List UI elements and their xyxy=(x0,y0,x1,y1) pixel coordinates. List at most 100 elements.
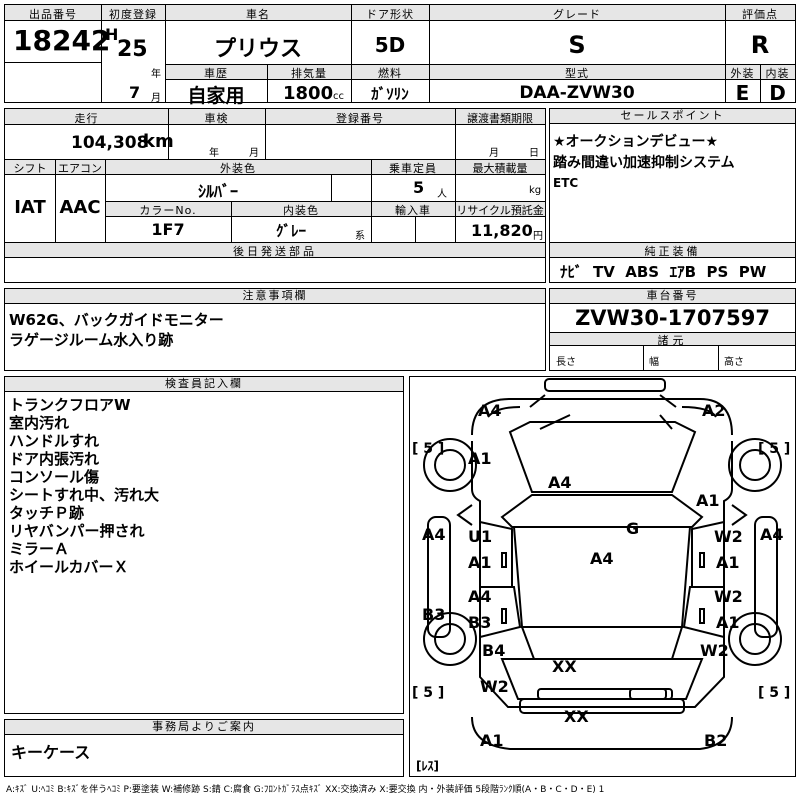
equipment-item: TV xyxy=(592,263,615,281)
equipment-item: ABS xyxy=(625,263,660,281)
damage-door-rear-left-2: B3 xyxy=(468,613,492,632)
capacity: 5 xyxy=(413,178,425,197)
exterior-color: ｼﾙﾊﾞｰ xyxy=(197,182,238,201)
car-diagram: [ 5 ] [ 5 ] [ 5 ] [ 5 ] [ﾚｽ] A4 A2 A1 A4… xyxy=(409,376,796,777)
recycle-unit: 円 xyxy=(533,231,543,242)
inspector-note: タッチＰ跡 xyxy=(9,504,85,522)
sales-point-line: ★オークションデビュー★ xyxy=(553,134,719,150)
mileage-label: 走行 xyxy=(74,112,99,125)
color-number: 1F7 xyxy=(151,220,185,239)
equipment-item: PS xyxy=(706,263,729,281)
chassis-number: ZVW30-1707597 xyxy=(575,306,770,330)
equipment-item: ﾅﾋﾞ xyxy=(560,263,583,281)
width-label: 幅 xyxy=(649,357,659,368)
inspector-note: ドア内張汚れ xyxy=(9,450,100,468)
office-label: 事務局よりご案内 xyxy=(5,720,403,735)
inspector-note: ホイールカバーＸ xyxy=(9,558,129,576)
damage-rear-bumper-right: B2 xyxy=(704,731,728,750)
shift: IAT xyxy=(14,197,46,218)
interior-label: 内装 xyxy=(765,67,790,80)
sales-points-box: セールスポイント ★オークションデビュー★ 踏み間違い加速抑制システム ETC … xyxy=(549,108,796,283)
door-label: ドア形状 xyxy=(366,8,414,21)
chassis-label: 車台番号 xyxy=(550,289,795,304)
exterior-label: 外装 xyxy=(730,67,755,80)
damage-door-front-left-2: A1 xyxy=(468,553,492,572)
legend: A:ｷｽﾞ U:ﾍｺﾐ B:ｷｽﾞを伴うﾍｺﾐ P:要塗装 W:補修跡 S:錆 … xyxy=(6,785,605,795)
sales-point-line: 踏み間違い加速抑制システム xyxy=(553,155,735,171)
registration-year: 25 xyxy=(117,37,148,62)
caution-box: 注意事項欄 W62G、バックガイドモニター ラゲージルーム水入り跡 xyxy=(4,288,546,371)
damage-hood: A4 xyxy=(548,473,572,492)
tire-rear-right: [ 5 ] xyxy=(758,685,791,701)
transfer-docs-label: 譲渡書類期限 xyxy=(467,112,533,125)
history-label: 車歴 xyxy=(204,67,228,80)
damage-rear-left: W2 xyxy=(480,677,509,696)
details-box: 走行 104,308 km 車検 年 月 登録番号 譲渡書類期限 月 日 シフト… xyxy=(4,108,546,283)
tire-rear-left: [ 5 ] xyxy=(412,685,445,701)
equipment-item: PW xyxy=(738,263,767,281)
year-unit: 年 xyxy=(151,69,161,80)
inspection-month-unit: 月 xyxy=(249,148,259,159)
model-code: DAA-ZVW30 xyxy=(519,83,635,103)
plate-label: 登録番号 xyxy=(336,112,384,125)
ac-label: エアコン xyxy=(58,162,102,175)
transfer-day-unit: 日 xyxy=(529,148,539,159)
chassis-box: 車台番号 ZVW30-1707597 諸元 長さ 幅 高さ xyxy=(549,288,796,371)
damage-door-front-right-2: A1 xyxy=(716,553,740,572)
damage-front-bumper-left: A4 xyxy=(478,401,502,420)
damage-rocker-left: B3 xyxy=(422,605,446,624)
equipment-item: ｴｱB xyxy=(669,263,697,281)
inspection-year-unit: 年 xyxy=(209,148,219,159)
car-outline xyxy=(423,378,782,750)
fuel: ｶﾞｿﾘﾝ xyxy=(371,85,409,103)
inspector-notes: トランクフロアW 室内汚れ ハンドルすれ ドア内張汚れ コンソール傷 シートすれ… xyxy=(9,396,159,576)
tire-front-right: [ 5 ] xyxy=(758,441,791,457)
displacement-label: 排気量 xyxy=(291,67,327,80)
tire-front-left: [ 5 ] xyxy=(412,441,445,457)
interior-color-label: 内装色 xyxy=(283,204,319,217)
damage-side-left: A4 xyxy=(422,525,446,544)
transfer-month-unit: 月 xyxy=(489,148,499,159)
air-conditioner: AAC xyxy=(59,197,101,218)
damage-rear-garnish: XX xyxy=(564,707,589,726)
length-label: 長さ xyxy=(556,357,576,368)
damage-trunk: XX xyxy=(552,657,577,676)
inspector-label: 検査員記入欄 xyxy=(5,377,403,392)
exterior-color-label: 外装色 xyxy=(220,162,256,175)
recycle-fee: 11,820 xyxy=(471,221,533,240)
damage-fender-front-left: A1 xyxy=(468,449,492,468)
inspector-box: 検査員記入欄 トランクフロアW 室内汚れ ハンドルすれ ドア内張汚れ コンソール… xyxy=(4,376,404,714)
interior-score: D xyxy=(769,81,786,105)
first-registration-label: 初度登録 xyxy=(109,8,157,21)
caution-line: ラゲージルーム水入り跡 xyxy=(9,331,174,349)
inspection-label: 車検 xyxy=(204,112,229,125)
interior-color: ｸﾞﾚｰ xyxy=(275,222,306,240)
damage-quarter-right: W2 xyxy=(700,641,729,660)
damage-door-rear-right-2: A1 xyxy=(716,613,740,632)
equipment-list: ﾅﾋﾞ TV ABS ｴｱB PS PW xyxy=(560,261,766,282)
displacement: 1800 xyxy=(283,83,334,104)
inspector-note: 室内汚れ xyxy=(9,414,70,432)
lot-number-label: 出品番号 xyxy=(29,8,77,21)
era: H xyxy=(105,25,119,44)
damage-door-rear-left-1: A4 xyxy=(468,587,492,606)
color-number-label: カラーNo. xyxy=(139,204,197,217)
recycle-label: リサイクル預託金 xyxy=(456,204,544,217)
sales-points-label: セールスポイント xyxy=(550,109,795,124)
registration-month: 7 xyxy=(129,83,141,102)
inspector-note: ミラーＡ xyxy=(9,540,70,558)
later-parts-label: 後日発送部品 xyxy=(233,245,317,258)
capacity-unit: 人 xyxy=(437,189,447,200)
inspector-note: コンソール傷 xyxy=(9,468,100,486)
damage-fender-front-right: A1 xyxy=(696,491,720,510)
score: R xyxy=(750,31,770,59)
height-label: 高さ xyxy=(724,357,744,368)
inspector-note: トランクフロアW xyxy=(9,396,131,414)
mileage-unit: km xyxy=(143,131,174,152)
door-type: 5D xyxy=(374,33,406,57)
shift-label: シフト xyxy=(13,162,47,175)
caution-label: 注意事項欄 xyxy=(5,289,545,304)
office-note: キーケース xyxy=(11,743,91,762)
max-load-unit: kg xyxy=(529,185,542,196)
max-load-label: 最大積載量 xyxy=(472,162,528,175)
